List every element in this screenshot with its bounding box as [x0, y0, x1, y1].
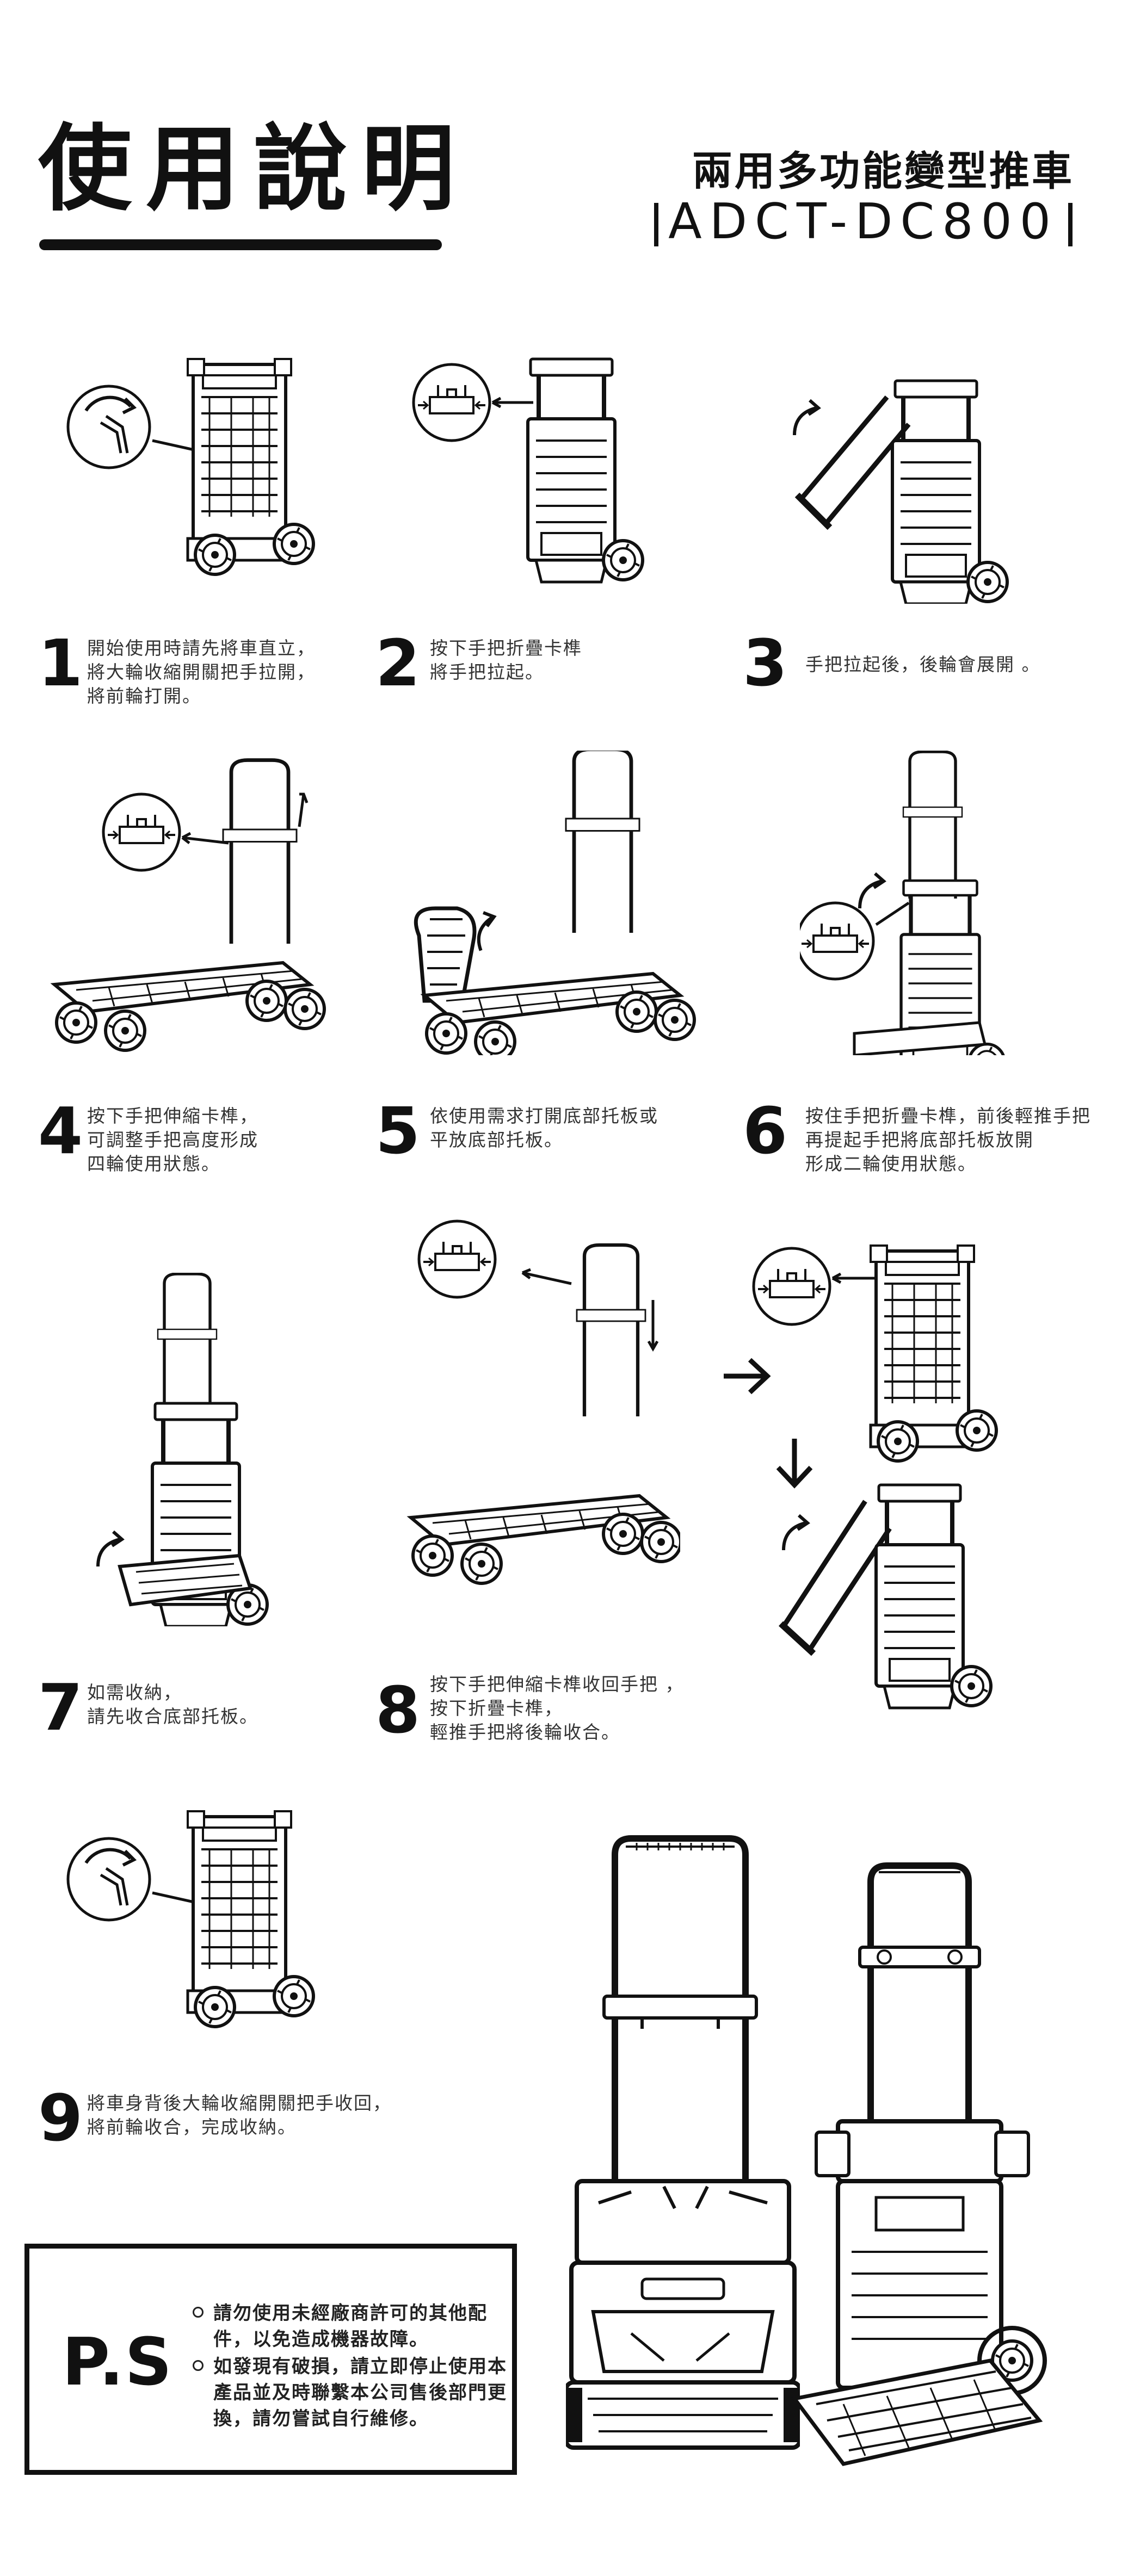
title-underline — [39, 239, 442, 250]
step-line: 按住手把折疊卡榫，前後輕推手把 — [805, 1105, 1091, 1126]
step-line: 可調整手把高度形成 — [87, 1129, 258, 1150]
arrow-right-icon — [718, 1349, 773, 1403]
step-text: 如需收納， 請先收合底部托板。 — [87, 1681, 258, 1729]
latch-icon — [419, 1221, 495, 1297]
step-8-fold-top-illustration — [745, 1229, 1018, 1479]
bullet-circle-icon — [193, 2360, 204, 2371]
latch-icon — [754, 1248, 830, 1324]
step-line: 將大輪收縮開關把手拉開， — [87, 661, 316, 683]
product-name: 兩用多功能變型推車 — [692, 148, 1074, 195]
step-number: 2 — [375, 626, 421, 701]
step-line: 如需收納， — [87, 1682, 182, 1703]
step-number: 8 — [375, 1673, 421, 1748]
step-9-illustration — [63, 1795, 318, 2051]
cart-angled-view-illustration — [778, 1849, 1072, 2475]
step-line: 將前輪打開。 — [87, 685, 201, 707]
page-title: 使用說明 — [38, 114, 469, 224]
code-divider-left — [654, 203, 659, 247]
ps-note: 請勿使用未經廠商許可的其他配件，以免造成機器故障。 — [193, 2300, 514, 2352]
lever-icon — [68, 386, 150, 468]
ps-label: P.S — [62, 2325, 173, 2400]
step-4-illustration — [49, 751, 354, 1055]
step-line: 四輪使用狀態。 — [87, 1153, 220, 1174]
step-3-illustration — [778, 364, 1050, 604]
rotate-arrow-icon — [98, 1532, 122, 1566]
step-text: 依使用需求打開底部托板或 平放底部托板。 — [430, 1104, 658, 1152]
step-text: 開始使用時請先將車直立， 將大輪收縮開關把手拉開， 將前輪打開。 — [87, 636, 316, 708]
step-number: 9 — [38, 2080, 83, 2156]
latch-icon — [414, 364, 490, 441]
ps-notice-box: P.S 請勿使用未經廠商許可的其他配件，以免造成機器故障。 如發現有破損，請立即… — [24, 2244, 517, 2475]
step-text: 按下手把伸縮卡榫， 可調整手把高度形成 四輪使用狀態。 — [87, 1104, 258, 1176]
latch-icon — [800, 903, 873, 979]
step-number: 3 — [743, 626, 788, 701]
step-number: 6 — [743, 1093, 788, 1168]
step-line: 將手把拉起。 — [430, 661, 544, 683]
latch-icon — [103, 794, 180, 870]
code-divider-right — [1068, 203, 1073, 247]
step-line: 請先收合底部托板。 — [87, 1706, 258, 1727]
bullet-circle-icon — [193, 2307, 204, 2318]
step-line: 按下手把伸縮卡榫收回手把 ， — [430, 1674, 685, 1695]
step-number: 7 — [38, 1670, 83, 1745]
cart-front-view-illustration — [566, 1833, 800, 2480]
ps-note-text: 如發現有破損，請立即停止使用本產品並及時聯繫本公司售後部門更換，請勿嘗試自行維修… — [213, 2356, 507, 2430]
step-line: 手把拉起後，後輪會展開 。 — [805, 654, 1041, 675]
ps-note: 如發現有破損，請立即停止使用本產品並及時聯繫本公司售後部門更換，請勿嘗試自行維修… — [193, 2354, 514, 2432]
step-line: 形成二輪使用狀態。 — [805, 1153, 977, 1174]
step-line: 開始使用時請先將車直立， — [87, 637, 316, 659]
ps-notes: 請勿使用未經廠商許可的其他配件，以免造成機器故障。 如發現有破損，請立即停止使用… — [193, 2300, 514, 2433]
ps-note-text: 請勿使用未經廠商許可的其他配件，以免造成機器故障。 — [213, 2302, 488, 2350]
step-5-illustration — [403, 751, 707, 1055]
rotate-arrow-icon — [784, 1515, 808, 1550]
step-text: 按下手把伸縮卡榫收回手把 ， 按下折疊卡榫， 輕推手把將後輪收合。 — [430, 1673, 685, 1744]
step-6-illustration — [800, 751, 1061, 1055]
step-1-illustration — [63, 343, 318, 598]
step-text: 將車身背後大輪收縮開關把手收回， 將前輪收合，完成收納。 — [87, 2091, 392, 2139]
step-8-fold-bottom-illustration — [767, 1469, 1039, 1724]
rotate-arrow-icon — [860, 874, 884, 908]
product-code-text: ADCT-DC800 — [668, 193, 1058, 250]
step-7-illustration — [82, 1273, 288, 1626]
step-line: 再提起手把將底部托板放開 — [805, 1129, 1034, 1150]
arrow-down-icon — [767, 1436, 822, 1490]
step-8-illustration — [397, 1213, 680, 1594]
step-line: 將前輪收合，完成收納。 — [87, 2116, 297, 2138]
step-line: 按下手把折疊卡榫 — [430, 637, 582, 659]
step-line: 將車身背後大輪收縮開關把手收回， — [87, 2092, 392, 2114]
step-text: 按下手把折疊卡榫 將手把拉起。 — [430, 636, 582, 684]
step-line: 按下折疊卡榫， — [430, 1698, 563, 1719]
rotate-arrow-icon — [794, 400, 818, 435]
product-code: ADCT-DC800 — [644, 193, 1082, 250]
step-number: 1 — [38, 626, 83, 701]
step-number: 4 — [38, 1093, 83, 1168]
step-text: 按住手把折疊卡榫，前後輕推手把 再提起手把將底部托板放開 形成二輪使用狀態。 — [805, 1104, 1091, 1176]
step-2-illustration — [403, 348, 658, 604]
lever-icon — [68, 1838, 150, 1920]
step-line: 輕推手把將後輪收合。 — [430, 1722, 620, 1743]
step-number: 5 — [375, 1093, 421, 1168]
step-line: 平放底部托板。 — [430, 1129, 563, 1150]
step-line: 依使用需求打開底部托板或 — [430, 1105, 658, 1126]
step-text: 手把拉起後，後輪會展開 。 — [805, 653, 1041, 677]
step-line: 按下手把伸縮卡榫， — [87, 1105, 258, 1126]
